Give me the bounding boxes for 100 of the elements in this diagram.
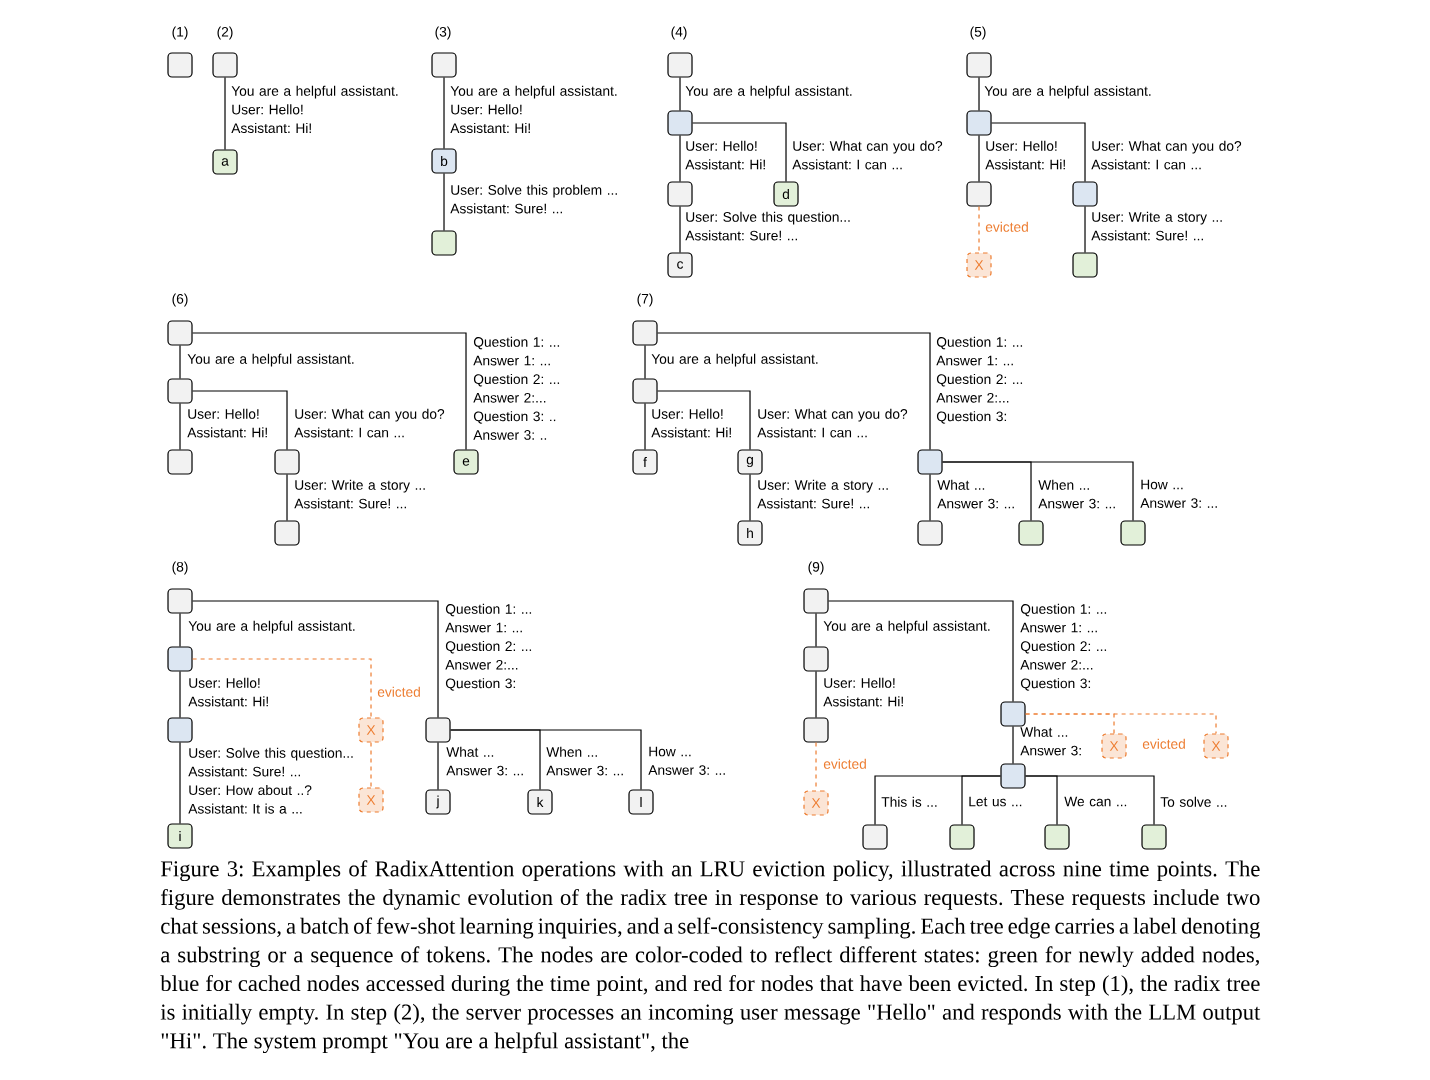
tree-node: g <box>737 449 763 475</box>
tree-node: b <box>431 148 457 174</box>
tree-node <box>1141 824 1167 850</box>
tree-edge <box>192 390 288 450</box>
evicted-node: X <box>966 252 992 278</box>
tree-node: h <box>737 520 763 546</box>
tree-node <box>1000 763 1026 789</box>
tree-edge <box>978 135 980 182</box>
tree-node <box>274 520 300 546</box>
edge-label: User: What can you do? Assistant: I can ... <box>757 408 908 438</box>
tree-edge <box>443 173 445 231</box>
tree-node <box>167 588 193 614</box>
edge-label: How ... Answer 3: ... <box>648 746 725 775</box>
panel-number: (6) <box>172 293 188 307</box>
tree-edge <box>749 474 751 521</box>
edge-label: What ... Answer 3: ... <box>446 746 523 776</box>
evicted-node: X <box>358 717 384 743</box>
tree-edge <box>991 122 1086 182</box>
tree-edge <box>815 671 817 718</box>
tree-node <box>966 52 992 78</box>
evicted-node: X <box>803 790 829 816</box>
tree-node <box>167 378 193 404</box>
tree-node <box>167 320 193 346</box>
edge-label: You are a helpful assistant. <box>187 353 354 367</box>
tree-node: f <box>632 449 658 475</box>
evicted-node: X <box>358 787 384 813</box>
edge-label: You are a helpful assistant. <box>984 85 1151 99</box>
edge-label: User: Hello! Assistant: Hi! <box>188 677 268 707</box>
tree-node <box>167 52 193 78</box>
edge-label: Question 1: ... Answer 1: ... Question 2: ... Answer 2:... Question 3: <box>1020 603 1107 691</box>
edge-label: User: Write a story ... Assistant: Sure! ... <box>757 479 888 509</box>
tree-node <box>966 181 992 207</box>
tree-node <box>667 181 693 207</box>
tree-edge <box>828 600 1014 702</box>
tree-node: d <box>773 181 799 207</box>
tree-node <box>431 52 457 78</box>
tree-edge <box>437 742 439 790</box>
panel-number: (8) <box>172 561 188 575</box>
tree-node: c <box>667 252 693 278</box>
tree-edge <box>450 729 642 790</box>
edge-label: You are a helpful assistant. <box>651 353 818 367</box>
tree-node <box>1120 520 1146 546</box>
tree-edge <box>961 775 1001 825</box>
evicted-node: X <box>1203 733 1229 759</box>
tree-node <box>167 646 193 672</box>
panel-number: (3) <box>435 26 451 40</box>
tree-node <box>803 646 829 672</box>
dashed-connector <box>978 206 980 253</box>
tree-edge <box>192 600 439 718</box>
edge-label: evicted <box>377 686 420 697</box>
tree-node <box>632 378 658 404</box>
tree-edge <box>657 332 931 450</box>
tree-edge <box>179 613 181 647</box>
tree-node <box>917 449 943 475</box>
panel-number: (4) <box>671 26 687 40</box>
edge-label: You are a helpful assistant. <box>823 620 990 634</box>
tree-edge <box>679 206 681 253</box>
edge-label: How ... Answer 3: ... <box>1140 479 1217 508</box>
tree-edge <box>179 742 181 824</box>
tree-node <box>274 449 300 475</box>
tree-edge <box>679 77 681 111</box>
edge-label: User: What can you do? Assistant: I can ... <box>792 140 943 170</box>
tree-node <box>803 588 829 614</box>
edge-label: User: Hello! Assistant: Hi! <box>685 140 765 170</box>
panel-number: (7) <box>637 293 653 307</box>
edge-label: You are a helpful assistant. <box>685 85 852 99</box>
tree-edge <box>179 403 181 450</box>
tree-edge <box>644 345 646 379</box>
tree-node: k <box>527 789 553 815</box>
tree-node <box>431 230 457 256</box>
panel-number: (2) <box>217 26 233 40</box>
tree-edge <box>286 474 288 521</box>
edge-label: You are a helpful assistant. <box>188 620 355 634</box>
edge-label: User: Solve this problem ... Assistant: Sure! ... <box>450 184 617 214</box>
tree-edge <box>1025 775 1155 825</box>
edge-label: User: Write a story ... Assistant: Sure! ... <box>294 479 425 509</box>
edge-label: User: What can you do? Assistant: I can ... <box>294 408 445 438</box>
edge-label: evicted <box>1142 738 1185 749</box>
edge-label: evicted <box>985 221 1028 232</box>
tree-node: i <box>167 823 193 849</box>
edge-label: To solve ... <box>1160 796 1227 807</box>
tree-edge <box>192 332 467 450</box>
figure-caption: Figure 3: Examples of RadixAttention operations with an LRU eviction policy, illustrated across nine time points. The figure demonstrates the dynamic evolution of the radix tree in response to various requests. These requests include two chat sessions, a batch of few-shot learning inquiries, and a self-consistency sampling. Each tree edge carries a label denoting a substring or a sequence of tokens. The nodes are color-coded to reflect different states: green for newly added nodes, blue for cached nodes accessed during the time point, and red for nodes that have been evicted. In step (1), the radix tree is initially empty. In step (2), the server processes an incoming user message "Hello" and responds with the LLM output "Hi". The system prompt "You are a helpful assistant", the <box>160 860 1261 1054</box>
edge-label: Question 1: ... Answer 1: ... Question 2: ... Answer 2:... Question 3: <box>936 336 1023 424</box>
edge-label: User: Hello! Assistant: Hi! <box>651 408 731 438</box>
tree-node: l <box>628 789 654 815</box>
edge-label: Question 1: ... Answer 1: ... Question 2: ... Answer 2:... Question 3: .. Answer 3: .. <box>473 336 560 440</box>
tree-edge <box>692 122 787 182</box>
tree-edge <box>179 345 181 379</box>
tree-node <box>1000 701 1026 727</box>
edge-label: When ... Answer 3: ... <box>546 746 623 776</box>
evicted-node: X <box>1101 733 1127 759</box>
tree-node <box>966 110 992 136</box>
tree-edge <box>644 403 646 450</box>
edge-label: User: Write a story ... Assistant: Sure! ... <box>1091 211 1222 241</box>
edge-label: You are a helpful assistant. User: Hello! Assistant: Hi! <box>450 85 617 134</box>
tree-edge <box>942 461 1134 521</box>
edge-label: User: Solve this question... Assistant: Sure! ... User: How about ..? Assistant: It is a ... <box>188 747 353 814</box>
tree-edge <box>929 474 931 521</box>
tree-node: a <box>212 149 238 175</box>
